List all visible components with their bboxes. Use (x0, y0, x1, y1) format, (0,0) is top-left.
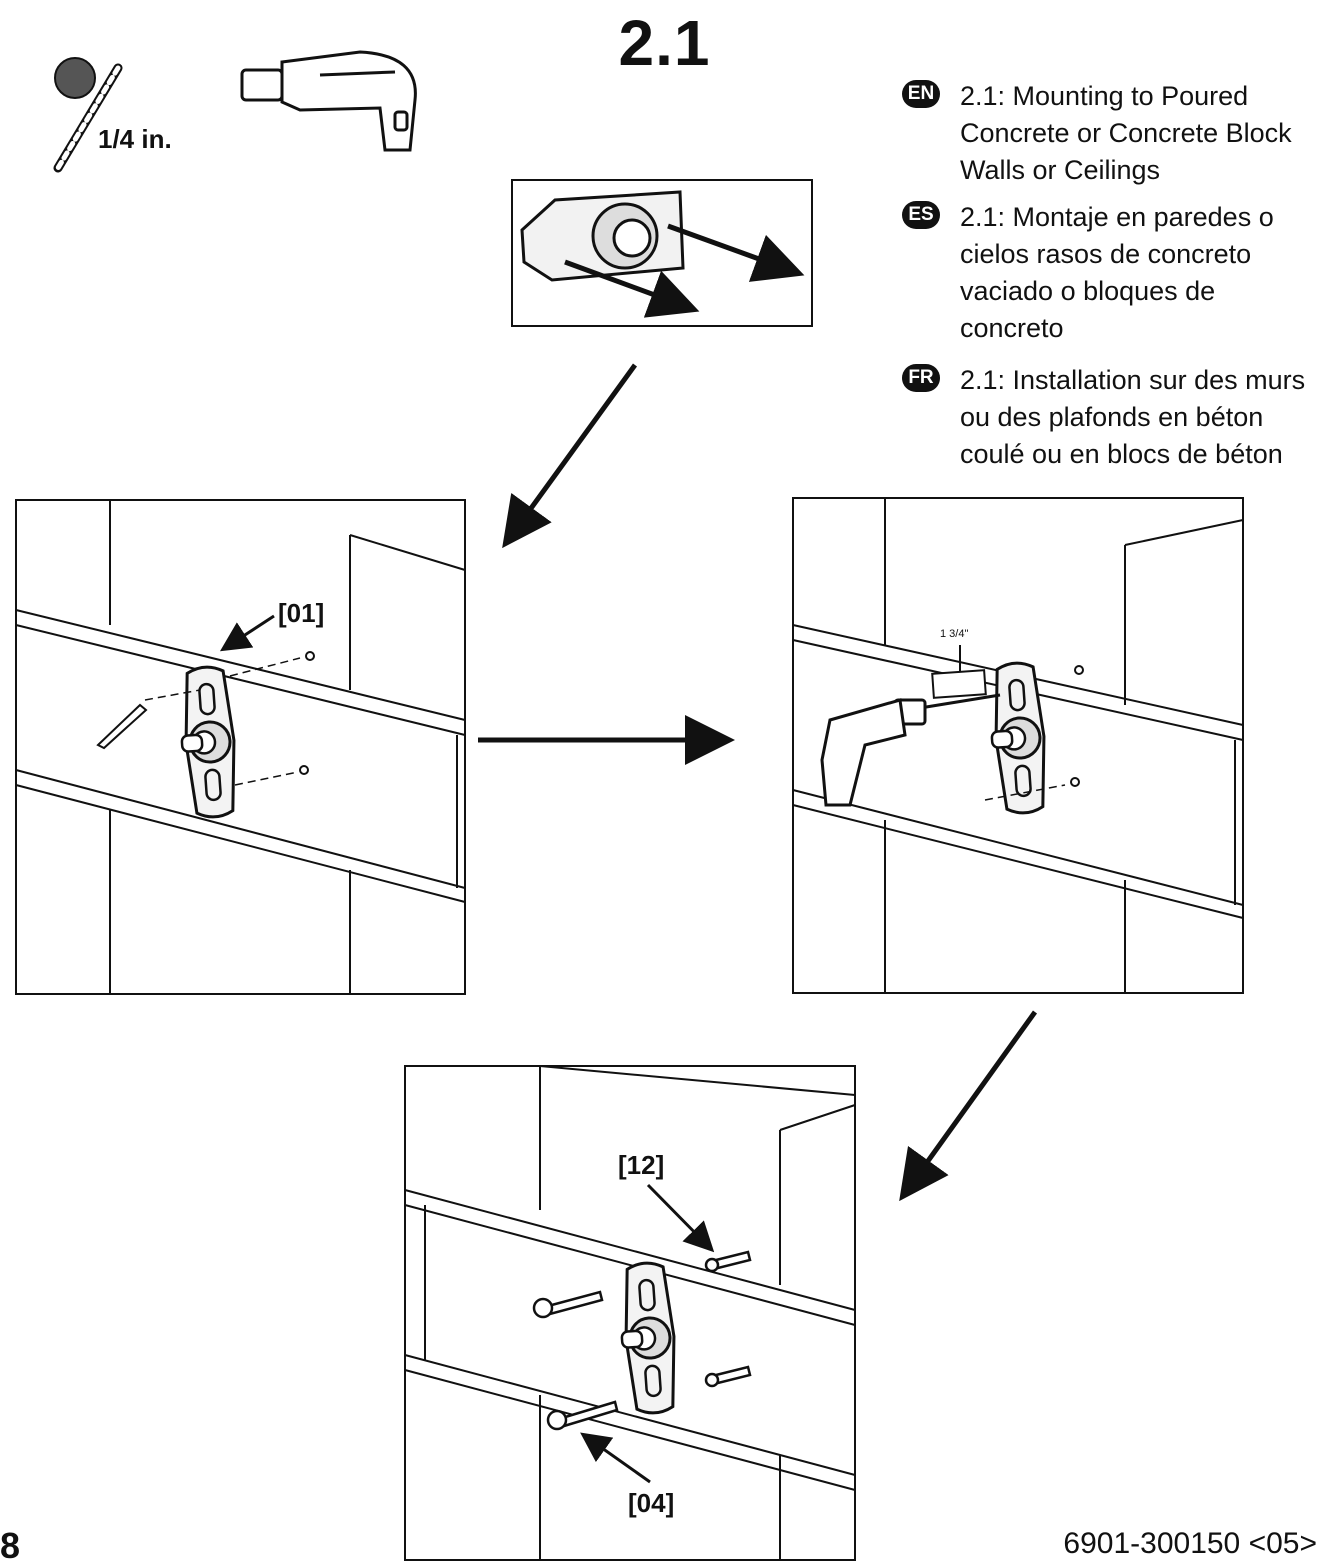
callout-12: [12] (618, 1150, 665, 1180)
instruction-text-en: 2.1: Mounting to Poured Concrete or Conc… (960, 81, 1292, 185)
document-code: 6901-300150 <05> (1063, 1527, 1317, 1560)
step-title: 2.1 (618, 7, 711, 79)
language-badge-es: ES (902, 201, 940, 229)
callout-04: [04] (628, 1488, 675, 1518)
drill-depth-label: 1 3/4" (940, 628, 969, 640)
flow-arrow-3 (899, 1010, 1038, 1202)
callout-01: [01] (278, 598, 325, 628)
instruction-text-fr: 2.1: Installation sur des murs ou des pl… (960, 365, 1306, 469)
drill-bit-size-label: 1/4 in. (98, 124, 172, 154)
language-badge-fr: FR (902, 364, 940, 392)
screw-icon (532, 1290, 619, 1431)
power-drill-icon (240, 50, 417, 152)
anchor-icon (704, 1250, 752, 1388)
drill-bit-icon (53, 57, 123, 173)
page-number: 8 (0, 1525, 21, 1566)
detail-inset (511, 179, 813, 327)
instruction-text-es: 2.1: Montaje en paredes o cielos rasos d… (960, 202, 1274, 343)
language-badge-en: EN (902, 80, 940, 108)
flow-arrow-1 (502, 363, 638, 549)
panel-drill-holes (792, 497, 1244, 994)
pencil-icon (96, 703, 148, 750)
panel-mark-holes (15, 499, 466, 995)
drill-in-use-icon (820, 693, 1001, 807)
panel-attach-bracket (404, 1065, 856, 1561)
